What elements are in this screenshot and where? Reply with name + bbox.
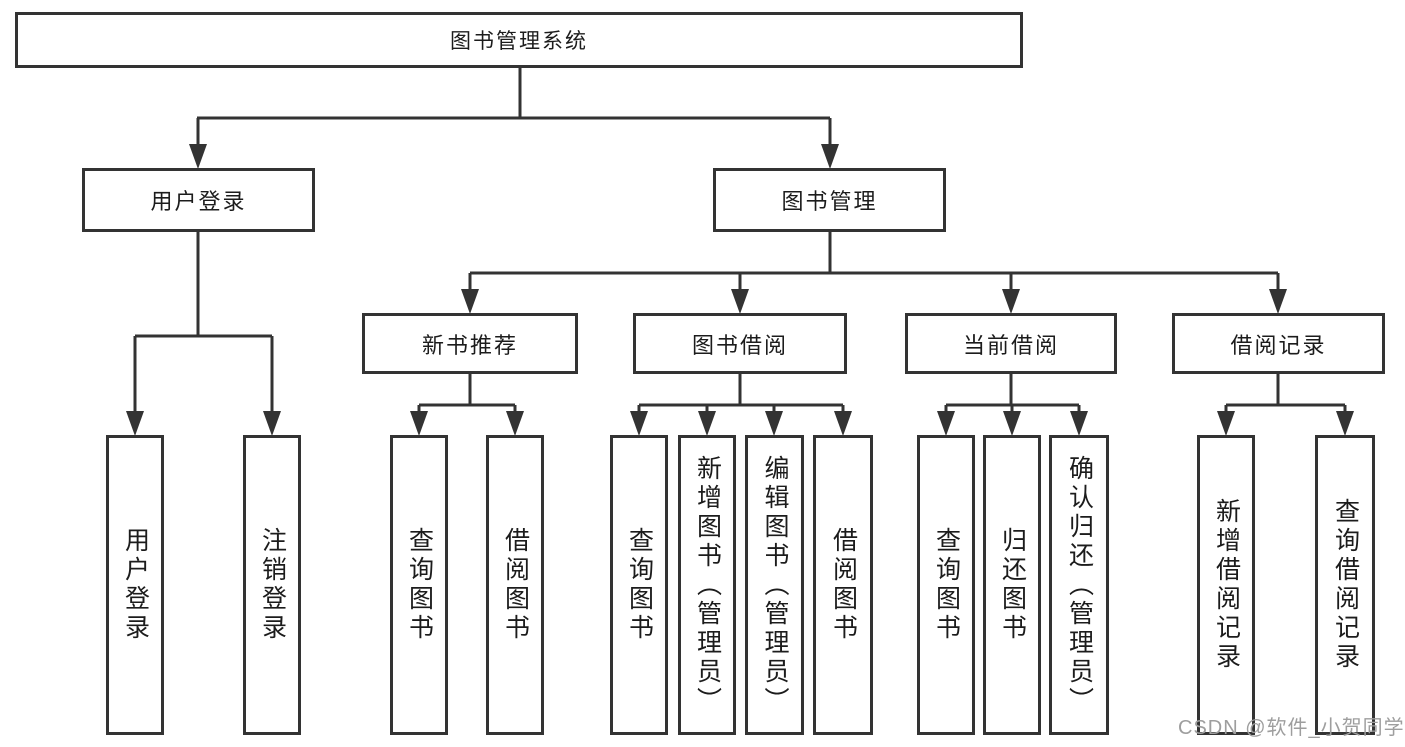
arrowhead [126,411,144,436]
arrowhead [698,411,716,436]
node-leaf-bb-borrow-books: 借阅图书 [813,435,873,735]
node-leaf-cb-confirm-return-admin: 确认归还（管理员） [1049,435,1109,735]
node-library-management-system: 图书管理系统 [15,12,1023,68]
arrowhead [765,411,783,436]
arrowhead [461,289,479,314]
arrowhead [410,411,428,436]
node-label: 确认归还（管理员） [1065,454,1094,716]
connector-lines [133,68,1347,431]
node-label: 查询图书 [625,527,654,643]
node-book-management: 图书管理 [713,168,946,232]
arrowhead [1336,411,1354,436]
node-label: 用户登录 [121,527,150,643]
node-label: 当前借阅 [962,332,1059,358]
node-label: 编辑图书（管理员） [761,454,789,716]
node-label: 归还图书 [998,527,1027,643]
node-label: 新增图书（管理员） [693,454,722,716]
arrowhead [189,144,207,169]
node-label: 借阅图书 [501,527,530,643]
arrowhead [834,411,852,436]
node-label: 查询图书 [405,527,434,643]
node-label: 查询图书 [932,527,961,643]
arrowhead [1269,289,1287,314]
arrowhead [1002,289,1020,314]
node-leaf-br-query-record: 查询借阅记录 [1315,435,1375,735]
node-new-book-recommendation: 新书推荐 [362,313,578,374]
node-leaf-logout: 注销登录 [243,435,301,735]
node-leaf-bb-add-books-admin: 新增图书（管理员） [678,435,736,735]
node-leaf-bb-query-books: 查询图书 [610,435,668,735]
node-borrowing-records: 借阅记录 [1172,313,1385,374]
node-label: 借阅图书 [829,527,858,643]
node-leaf-user-login: 用户登录 [106,435,164,735]
node-label: 查询借阅记录 [1331,498,1360,672]
node-leaf-cb-return-books: 归还图书 [983,435,1041,735]
arrowhead [630,411,648,436]
node-current-borrowing: 当前借阅 [905,313,1117,374]
arrowhead [937,411,955,436]
arrowhead [263,411,281,436]
watermark: CSDN @软件_小贺同学 [1178,717,1405,739]
node-leaf-nb-query-books: 查询图书 [390,435,448,735]
node-book-borrowing: 图书借阅 [633,313,847,374]
node-leaf-bb-edit-books-admin: 编辑图书（管理员） [745,435,804,735]
node-label: 借阅记录 [1230,332,1327,358]
node-label: 用户登录 [150,189,247,214]
node-label: 图书管理 [781,189,878,214]
arrowhead [506,411,524,436]
node-leaf-cb-query-books: 查询图书 [917,435,975,735]
node-leaf-br-add-record: 新增借阅记录 [1197,435,1255,735]
arrowhead [731,289,749,314]
node-label: 注销登录 [258,527,287,643]
node-label: 图书借阅 [691,332,788,358]
node-user-login: 用户登录 [82,168,315,232]
arrowhead [1003,411,1021,436]
arrowhead [1070,411,1088,436]
node-leaf-nb-borrow-books: 借阅图书 [486,435,544,735]
node-label: 新书推荐 [421,332,518,358]
arrowhead [1217,411,1235,436]
node-label: 图书管理系统 [450,30,588,53]
arrowhead [821,144,839,169]
node-label: 新增借阅记录 [1212,498,1241,672]
